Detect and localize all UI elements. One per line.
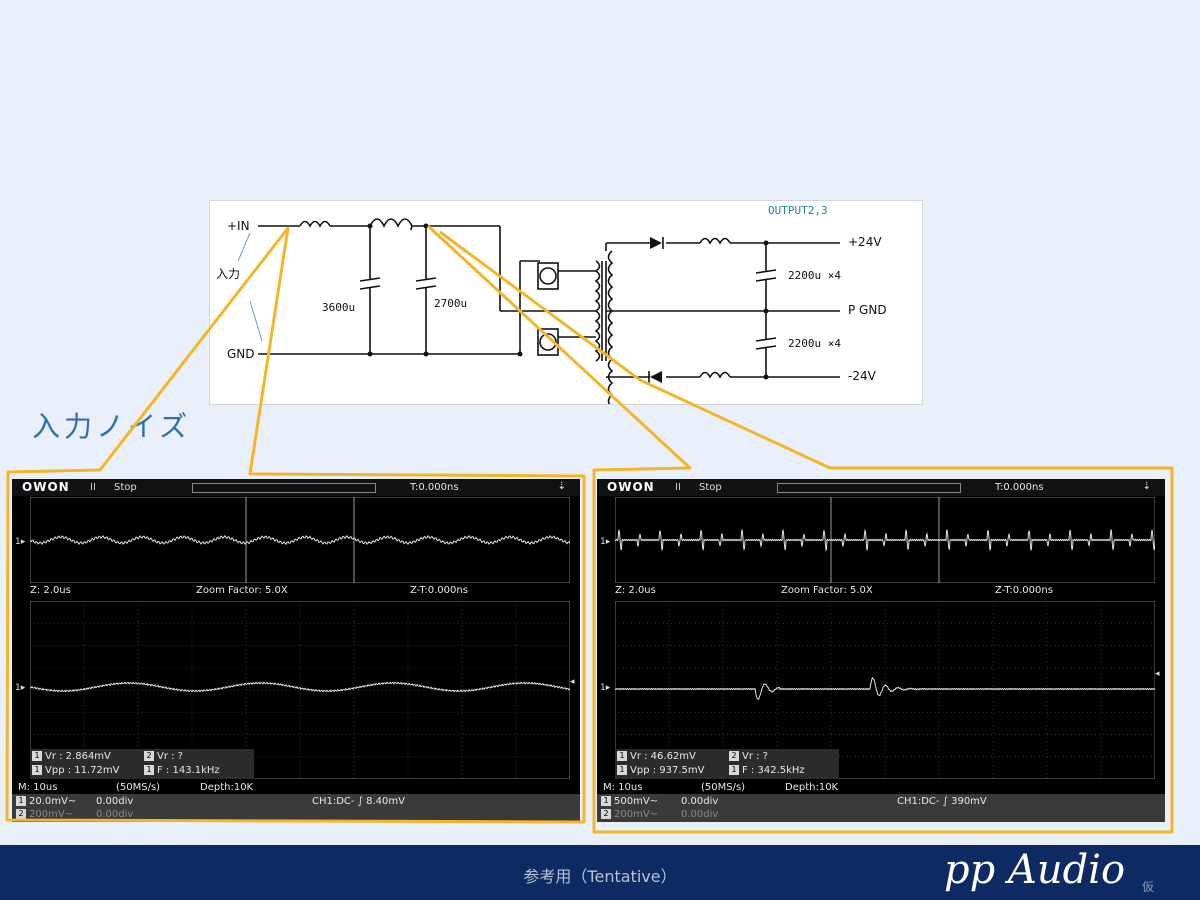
footer-note: 参考用（Tentative）: [523, 867, 677, 886]
ch1-marker: 1▸: [600, 537, 611, 547]
record-depth: Depth:10K: [200, 782, 254, 793]
meas-freq: F : 342.5kHz: [742, 765, 805, 776]
input-label: 入力: [216, 267, 241, 281]
zoom-factor: Zoom Factor: 5.0X: [781, 585, 873, 596]
run-state: Stop: [699, 482, 722, 493]
ch1-marker: 1▸: [15, 537, 26, 547]
ch1-offset: 0.00div: [96, 796, 134, 807]
ch1-scale: 20.0mV~: [29, 796, 77, 807]
ch1-zoom-marker: 1▸: [600, 683, 611, 693]
meas-vpp: Vpp : 11.72mV: [45, 765, 120, 776]
zoom-t: Z-T:0.000ns: [995, 585, 1053, 596]
ch2-scale: 200mV~: [29, 809, 74, 820]
pause-icon: II: [90, 482, 96, 493]
usb-icon: ⇣: [1142, 481, 1151, 492]
overview-screen-2: [615, 497, 1155, 583]
zoom-t: Z-T:0.000ns: [410, 585, 468, 596]
trigger-setting: CH1:DC- ∫ 8.40mV: [312, 796, 405, 807]
footer-bar: 参考用（Tentative） pp Audio 仮: [0, 845, 1200, 900]
acquisition-status: M: 10us (50MS/s) Depth:10K: [12, 782, 580, 794]
meas-vr-ch1: Vr : 46.62mV: [630, 751, 696, 762]
meas-vr-ch1: Vr : 2.864mV: [45, 751, 111, 762]
timebase: M: 10us: [603, 782, 643, 793]
schematic-wiring: [237, 218, 840, 404]
input-plus-label: +IN: [227, 219, 250, 233]
memory-position-bar: [777, 483, 961, 493]
ch1-scale: 500mV~: [614, 796, 659, 807]
trigger-level-marker: ◂: [570, 677, 575, 687]
cap-bot-label: 2200u ×4: [788, 337, 841, 350]
trigger-position: T:0.000ns: [995, 482, 1044, 493]
zoom-factor: Zoom Factor: 5.0X: [196, 585, 288, 596]
ch2-offset: 0.00div: [96, 809, 134, 820]
trigger-level-marker: ◂: [1155, 669, 1160, 679]
meas-vpp: Vpp : 937.5mV: [630, 765, 705, 776]
meas-vr-ch2: Vr : ?: [157, 751, 183, 762]
out-pos-label: +24V: [848, 235, 882, 249]
ch1-offset: 0.00div: [681, 796, 719, 807]
overview-screen-1: [30, 497, 570, 583]
sample-rate: (50MS/s): [701, 782, 746, 793]
run-state: Stop: [114, 482, 137, 493]
zoom-status-row: Z: 2.0us Zoom Factor: 5.0X Z-T:0.000ns: [12, 585, 580, 599]
input-gnd-label: GND: [227, 347, 255, 361]
zoom-z: Z: 2.0us: [30, 585, 71, 596]
input-noise-title: 入力ノイズ: [32, 410, 192, 443]
zoom-z: Z: 2.0us: [615, 585, 656, 596]
ch2-offset: 0.00div: [681, 809, 719, 820]
out-pgnd-label: P GND: [848, 303, 887, 317]
usb-icon: ⇣: [557, 481, 566, 492]
memory-position-bar: [192, 483, 376, 493]
cap2-label: 2700u: [434, 297, 468, 310]
cap1-label: 3600u: [322, 301, 356, 314]
out-neg-label: -24V: [848, 369, 876, 383]
trigger-setting: CH1:DC- ∫ 390mV: [897, 796, 987, 807]
logo-subscript: 仮: [1142, 880, 1155, 894]
meas-vr-ch2: Vr : ?: [742, 751, 768, 762]
oscilloscope-capture-2: OWON II Stop T:0.000ns ⇣ 1▸ Z: 2.0us Zoo…: [597, 479, 1165, 822]
record-depth: Depth:10K: [785, 782, 839, 793]
ch2-scale: 200mV~: [614, 809, 659, 820]
output-header: OUTPUT2,3: [768, 204, 828, 217]
scope-brand: OWON: [22, 480, 70, 494]
schematic-diagram: +IN 入力 GND 3600u 2700u OUTPUT2,3 +24V P …: [209, 200, 923, 405]
scope-topbar: OWON II Stop T:0.000ns ⇣: [12, 479, 580, 496]
scope-topbar: OWON II Stop T:0.000ns ⇣: [597, 479, 1165, 496]
zoom-status-row: Z: 2.0us Zoom Factor: 5.0X Z-T:0.000ns: [597, 585, 1165, 599]
ch1-zoom-marker: 1▸: [15, 683, 26, 693]
trigger-position: T:0.000ns: [410, 482, 459, 493]
oscilloscope-capture-1: OWON II Stop T:0.000ns ⇣ 1▸ Z: 2.0us Zoo…: [12, 479, 580, 822]
sample-rate: (50MS/s): [116, 782, 161, 793]
cap-top-label: 2200u ×4: [788, 269, 841, 282]
acquisition-status: M: 10us (50MS/s) Depth:10K: [597, 782, 1165, 794]
timebase: M: 10us: [18, 782, 58, 793]
brand-logo: pp Audio: [944, 847, 1126, 893]
scope-brand: OWON: [607, 480, 655, 494]
meas-freq: F : 143.1kHz: [157, 765, 220, 776]
pause-icon: II: [675, 482, 681, 493]
